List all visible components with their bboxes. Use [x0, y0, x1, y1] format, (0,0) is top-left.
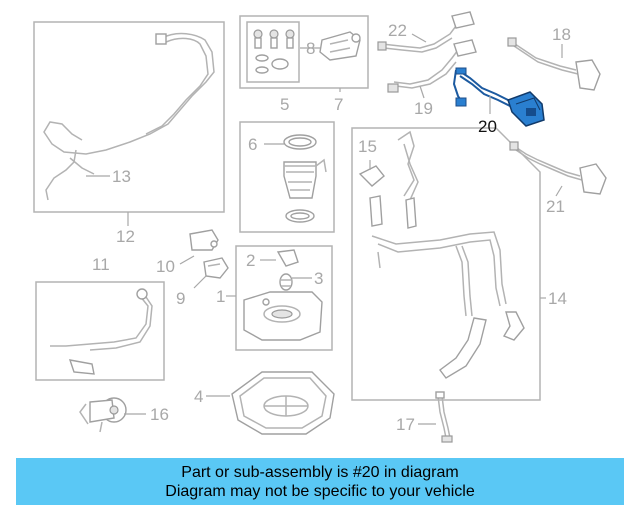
group-box-1: [235, 245, 333, 351]
callout-labels: 1 2 3 4 5 6 7 8 9 10 11 12 13 14 15 16 1…: [92, 21, 571, 434]
part-18-cable: [507, 37, 601, 91]
callout-14: 14: [548, 289, 567, 308]
group-box-14: [351, 127, 541, 401]
part-4-shield: [231, 371, 335, 435]
banner-line-2: Diagram may not be specific to your vehi…: [165, 482, 475, 500]
part-19-cable: [387, 39, 477, 93]
part-6-5-pump-assembly: [283, 134, 327, 223]
callout-10: 10: [156, 257, 175, 276]
part-12-fuel-lines: [43, 32, 215, 201]
group-box-5: [239, 121, 335, 233]
callout-13: 13: [112, 167, 131, 186]
part-14-15-hoses: [358, 130, 525, 379]
callout-19: 19: [414, 99, 433, 118]
part-16-actuator: [79, 397, 127, 433]
group-box-7: [239, 15, 369, 89]
callout-22: 22: [388, 21, 407, 40]
callout-12: 12: [116, 227, 135, 246]
callout-21: 21: [546, 197, 565, 216]
callout-11: 11: [92, 255, 110, 274]
callout-1: 1: [216, 287, 225, 306]
banner-line-1: Part or sub-assembly is #20 in diagram: [181, 463, 459, 481]
group-box-8: [246, 21, 300, 83]
part-2-3-1-tank-unit: [243, 249, 323, 341]
callout-17: 17: [396, 415, 415, 434]
part-21-cable: [509, 141, 607, 195]
part-11-sensor-cable: [50, 288, 153, 375]
callout-2: 2: [246, 251, 255, 270]
part-7-valve: [319, 31, 361, 61]
callout-5: 5: [280, 95, 289, 114]
callout-7: 7: [334, 95, 343, 114]
info-banner: Part or sub-assembly is #20 in diagram D…: [16, 458, 624, 505]
leader-lines: [86, 33, 563, 425]
callout-18: 18: [552, 25, 571, 44]
callout-4: 4: [194, 387, 203, 406]
part-22-cable: [377, 11, 475, 53]
callout-6: 6: [248, 135, 257, 154]
callout-15: 15: [358, 137, 377, 156]
part-17-probe: [435, 391, 453, 443]
callout-9: 9: [176, 289, 185, 308]
part-20-highlighted-sensor: [452, 67, 545, 127]
part-10-9-sensors: [189, 229, 229, 279]
callout-3: 3: [314, 269, 323, 288]
callout-8: 8: [306, 39, 315, 58]
callout-20: 20: [478, 117, 497, 136]
group-box-11: [35, 281, 165, 381]
part-8-parts-kit: [253, 29, 295, 74]
callout-16: 16: [150, 405, 169, 424]
group-box-12: [33, 21, 225, 213]
